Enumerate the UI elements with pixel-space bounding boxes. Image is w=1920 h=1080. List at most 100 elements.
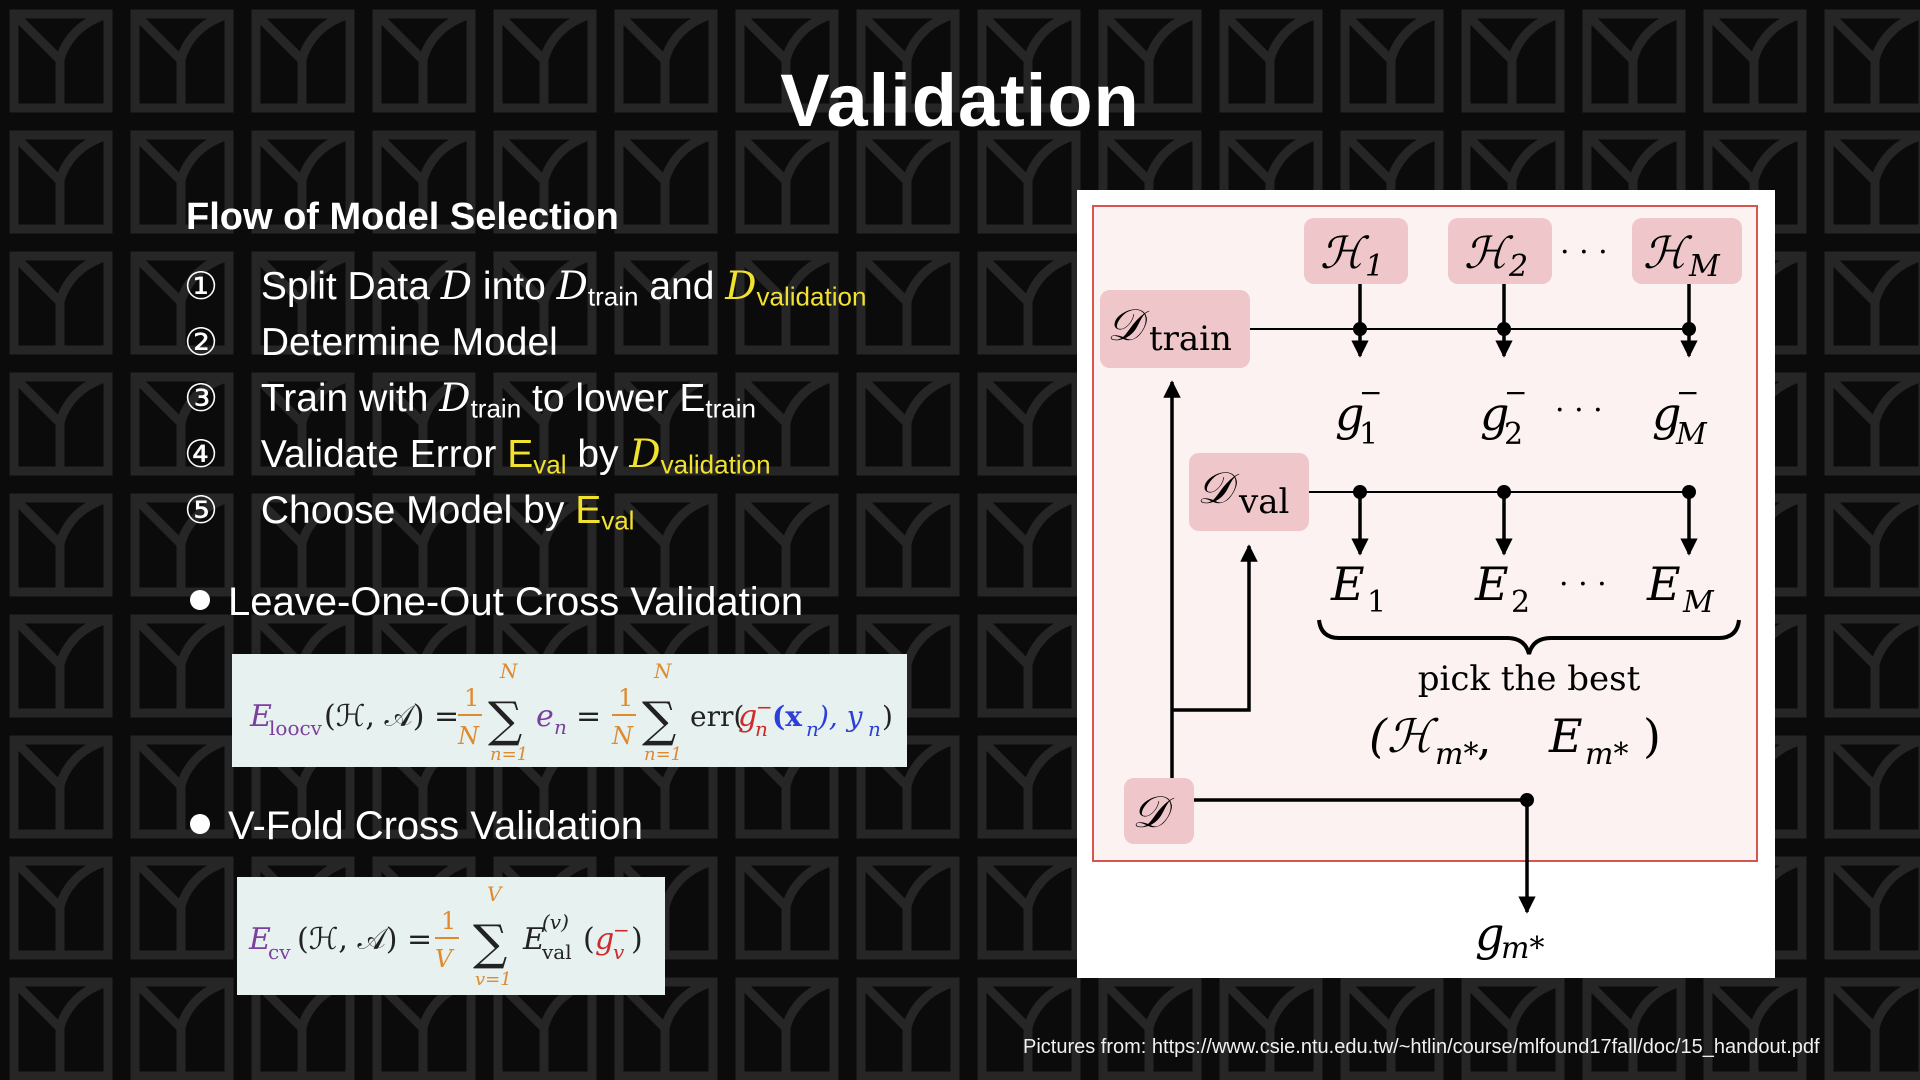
paren-close: )	[631, 922, 643, 957]
svg-text:1: 1	[1365, 249, 1384, 284]
svg-text:(ℋ, 𝒜) =: (ℋ, 𝒜) =	[324, 699, 459, 734]
svg-text:ℋ: ℋ	[1320, 228, 1370, 279]
image-credit: Pictures from: https://www.csie.ntu.edu.…	[1023, 1036, 1820, 1058]
svg-text:V: V	[435, 945, 455, 973]
sum-symbol: ∑	[473, 915, 507, 971]
svg-text:g: g	[738, 699, 757, 734]
svg-text:n: n	[554, 715, 567, 739]
svg-text:m*: m*	[1585, 737, 1628, 772]
svg-text:n=1: n=1	[644, 744, 682, 765]
svg-text:(ℋ, 𝒜) =: (ℋ, 𝒜) =	[297, 922, 432, 957]
step-number: ③	[184, 376, 219, 420]
svg-text:m*: m*	[1435, 737, 1478, 772]
step-number: ④	[184, 432, 219, 476]
step-4: ④ Validate Error Eval by Dvalidation	[184, 432, 771, 480]
junction-dot	[1682, 485, 1696, 499]
svg-text:· · ·: · · ·	[1555, 393, 1603, 428]
d-node	[1124, 778, 1194, 844]
svg-text:E: E	[1474, 557, 1509, 611]
svg-text:ℋ: ℋ	[1464, 228, 1514, 279]
svg-text:M: M	[1675, 417, 1708, 452]
svg-text:· · ·: · · ·	[1560, 235, 1608, 270]
bullet-vfold: V-Fold Cross Validation	[190, 804, 643, 849]
grouping-brace	[1317, 619, 1741, 655]
hm-node	[1632, 218, 1742, 284]
svg-text:1: 1	[441, 907, 456, 935]
svg-text:v: v	[613, 940, 625, 964]
svg-text:−: −	[1676, 376, 1699, 409]
svg-text:1: 1	[1359, 417, 1378, 452]
svg-text:2: 2	[1511, 585, 1530, 620]
svg-text:N: N	[611, 722, 634, 750]
svg-text:M: M	[1688, 249, 1721, 284]
svg-text:1: 1	[1367, 585, 1386, 620]
junction-dot	[1353, 485, 1367, 499]
h1-node	[1304, 218, 1408, 284]
svg-text:−: −	[613, 918, 630, 942]
svg-text:,: ,	[1477, 711, 1492, 765]
svg-text:N: N	[499, 659, 519, 683]
svg-text:N: N	[653, 659, 673, 683]
formula-vfold: E cv (ℋ, 𝒜) = 1 V V ∑ v=1 E (v) val ( g …	[237, 877, 665, 995]
junction-dot	[1682, 322, 1696, 336]
step-3: ③ Train with Dtrain to lower Etrain	[184, 376, 756, 424]
svg-text:g: g	[1480, 387, 1509, 441]
section-subtitle: Flow of Model Selection	[186, 196, 619, 238]
svg-text:n: n	[755, 717, 768, 741]
h2-node	[1448, 218, 1552, 284]
svg-text:val: val	[1238, 482, 1289, 522]
svg-text:m*: m*	[1501, 931, 1544, 966]
step-number: ①	[184, 264, 219, 308]
junction-dot	[1353, 322, 1367, 336]
svg-text:cv: cv	[268, 940, 291, 964]
step-5: ⑤ Choose Model by Eval	[184, 488, 635, 536]
step-2: ② Determine Model	[184, 320, 558, 364]
svg-text:err(: err(	[690, 700, 744, 733]
pick-the-best-label: pick the best	[1418, 659, 1641, 699]
bullet-loocv: Leave-One-Out Cross Validation	[190, 580, 803, 625]
svg-text:1: 1	[618, 684, 633, 712]
svg-text:(x: (x	[772, 700, 802, 733]
svg-text:−: −	[756, 695, 773, 719]
svg-text:N: N	[457, 722, 480, 750]
final-hypothesis: g	[1475, 907, 1504, 961]
svg-text:E: E	[522, 922, 545, 957]
junction-dot	[1520, 793, 1534, 807]
sum-symbol: ∑	[488, 692, 522, 748]
svg-text:n: n	[868, 717, 881, 741]
d-val-node	[1189, 453, 1309, 531]
svg-text:E: E	[1548, 709, 1583, 763]
svg-text:2: 2	[1508, 249, 1528, 284]
slide-title: Validation	[780, 59, 1140, 142]
svg-text:−: −	[1359, 376, 1382, 409]
model-selection-diagram: ℋ 1 ℋ 2 ℋ M · · · 𝒟 train 𝒟 val 𝒟	[1077, 190, 1775, 978]
svg-text:n: n	[806, 717, 819, 741]
svg-text:v=1: v=1	[475, 969, 512, 990]
svg-text:): )	[882, 700, 893, 733]
svg-text:E: E	[248, 922, 271, 957]
svg-text:): )	[1643, 709, 1661, 763]
svg-text:−: −	[1504, 376, 1527, 409]
junction-dot	[1497, 322, 1511, 336]
step-1: ① Split Data D into Dtrain and Dvalidati…	[184, 264, 867, 312]
svg-text:e: e	[536, 699, 554, 734]
svg-text:V: V	[487, 882, 504, 906]
svg-text:E: E	[1646, 557, 1681, 611]
svg-text:(v): (v)	[542, 910, 569, 934]
svg-text:ℋ: ℋ	[1643, 228, 1693, 279]
svg-text:), y: ), y	[817, 700, 864, 733]
svg-text:n=1: n=1	[490, 744, 528, 765]
formula-lhs: E	[249, 699, 272, 734]
svg-text:· · ·: · · ·	[1559, 567, 1607, 602]
arrow-d-to-dval	[1172, 544, 1258, 712]
svg-text:E: E	[1330, 557, 1365, 611]
bullet-dot	[190, 814, 210, 835]
bullet-dot	[190, 590, 210, 611]
d-train-node	[1100, 290, 1250, 368]
svg-text:2: 2	[1504, 417, 1523, 452]
svg-text:g: g	[1652, 387, 1681, 441]
svg-text:g: g	[1335, 387, 1364, 441]
svg-text:train: train	[1149, 319, 1232, 359]
svg-text:M: M	[1682, 585, 1715, 620]
svg-text:val: val	[541, 940, 572, 964]
